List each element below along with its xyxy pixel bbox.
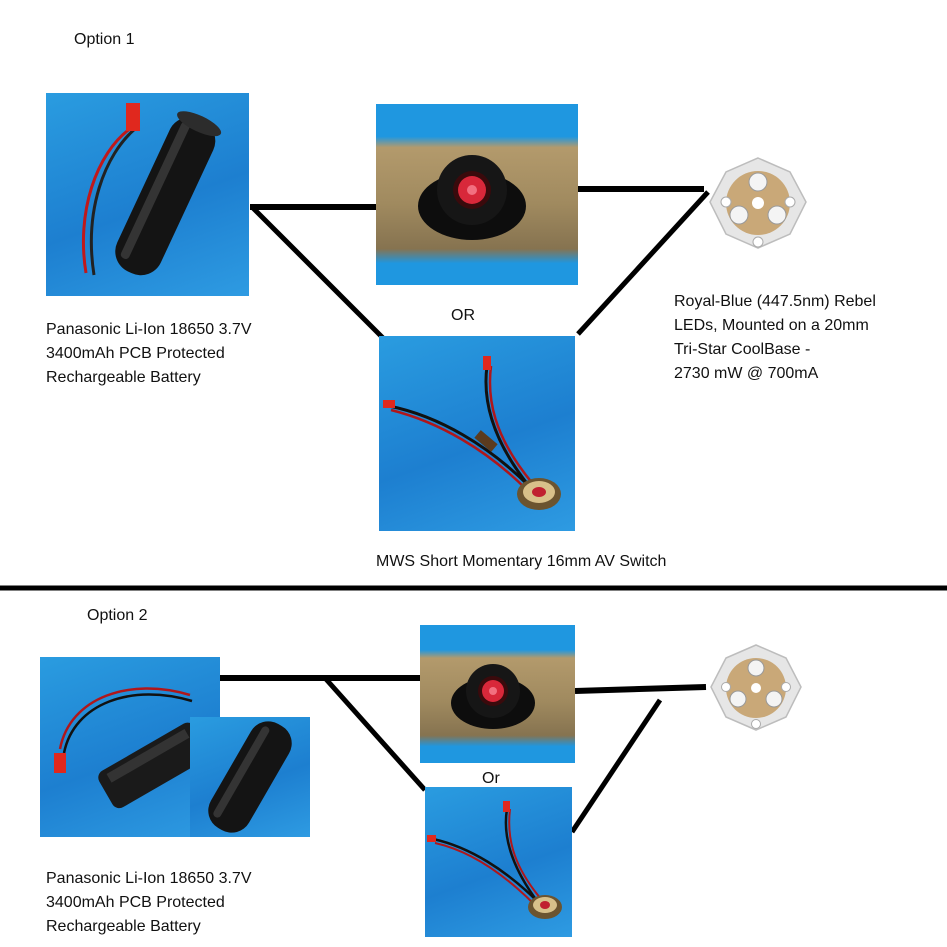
- led-caption-line-1: Royal-Blue (447.5nm) Rebel: [674, 293, 876, 310]
- wire-battery-to-wired-switch: [250, 205, 386, 341]
- or-label-2: Or: [482, 770, 500, 787]
- battery-caption-line-3: Rechargeable Battery: [46, 369, 201, 386]
- wired-switch-icon: [383, 356, 561, 510]
- battery-photo-option2: [190, 717, 310, 837]
- battery2-caption-line-3: Rechargeable Battery: [46, 918, 201, 935]
- wire2-button-to-led: [574, 684, 707, 694]
- battery-caption-line-1: Panasonic Li-Ion 18650 3.7V: [46, 321, 252, 338]
- battery2-caption-line-2: 3400mAh PCB Protected: [46, 894, 225, 911]
- wire-wired-switch-to-led: [576, 190, 710, 336]
- battery-holder-icon: [54, 687, 209, 809]
- push-button-switch-icon: [451, 664, 535, 729]
- led-board-photo-option2: [700, 640, 812, 735]
- option1-heading: Option 1: [74, 31, 135, 48]
- battery-18650-icon: [81, 103, 222, 276]
- battery2-caption-line-1: Panasonic Li-Ion 18650 3.7V: [46, 870, 252, 887]
- wired-switch-icon: [427, 801, 562, 919]
- button-switch-photo-option2: [420, 625, 575, 763]
- battery-18650-icon: [208, 721, 292, 833]
- tristar-led-board-icon: [710, 644, 802, 731]
- wire2-wired-switch-to-led: [569, 698, 663, 834]
- switch-caption: MWS Short Momentary 16mm AV Switch: [376, 553, 667, 570]
- or-label-1: OR: [451, 307, 475, 324]
- push-button-switch-icon: [418, 155, 526, 240]
- led-caption-line-4: 2730 mW @ 700mA: [674, 365, 819, 382]
- wired-switch-photo-option2: [425, 787, 572, 937]
- battery-caption-line-2: 3400mAh PCB Protected: [46, 345, 225, 362]
- led-board-photo: [698, 152, 818, 252]
- wired-switch-photo: [379, 336, 575, 531]
- option2-heading: Option 2: [87, 607, 148, 624]
- battery-photo: [46, 93, 249, 296]
- led-caption-line-2: LEDs, Mounted on a 20mm: [674, 317, 869, 334]
- button-switch-photo: [376, 104, 578, 285]
- wire2-battery-to-wired-switch: [323, 676, 427, 792]
- tristar-led-board-icon: [709, 157, 807, 249]
- led-caption-line-3: Tri-Star CoolBase -: [674, 341, 811, 358]
